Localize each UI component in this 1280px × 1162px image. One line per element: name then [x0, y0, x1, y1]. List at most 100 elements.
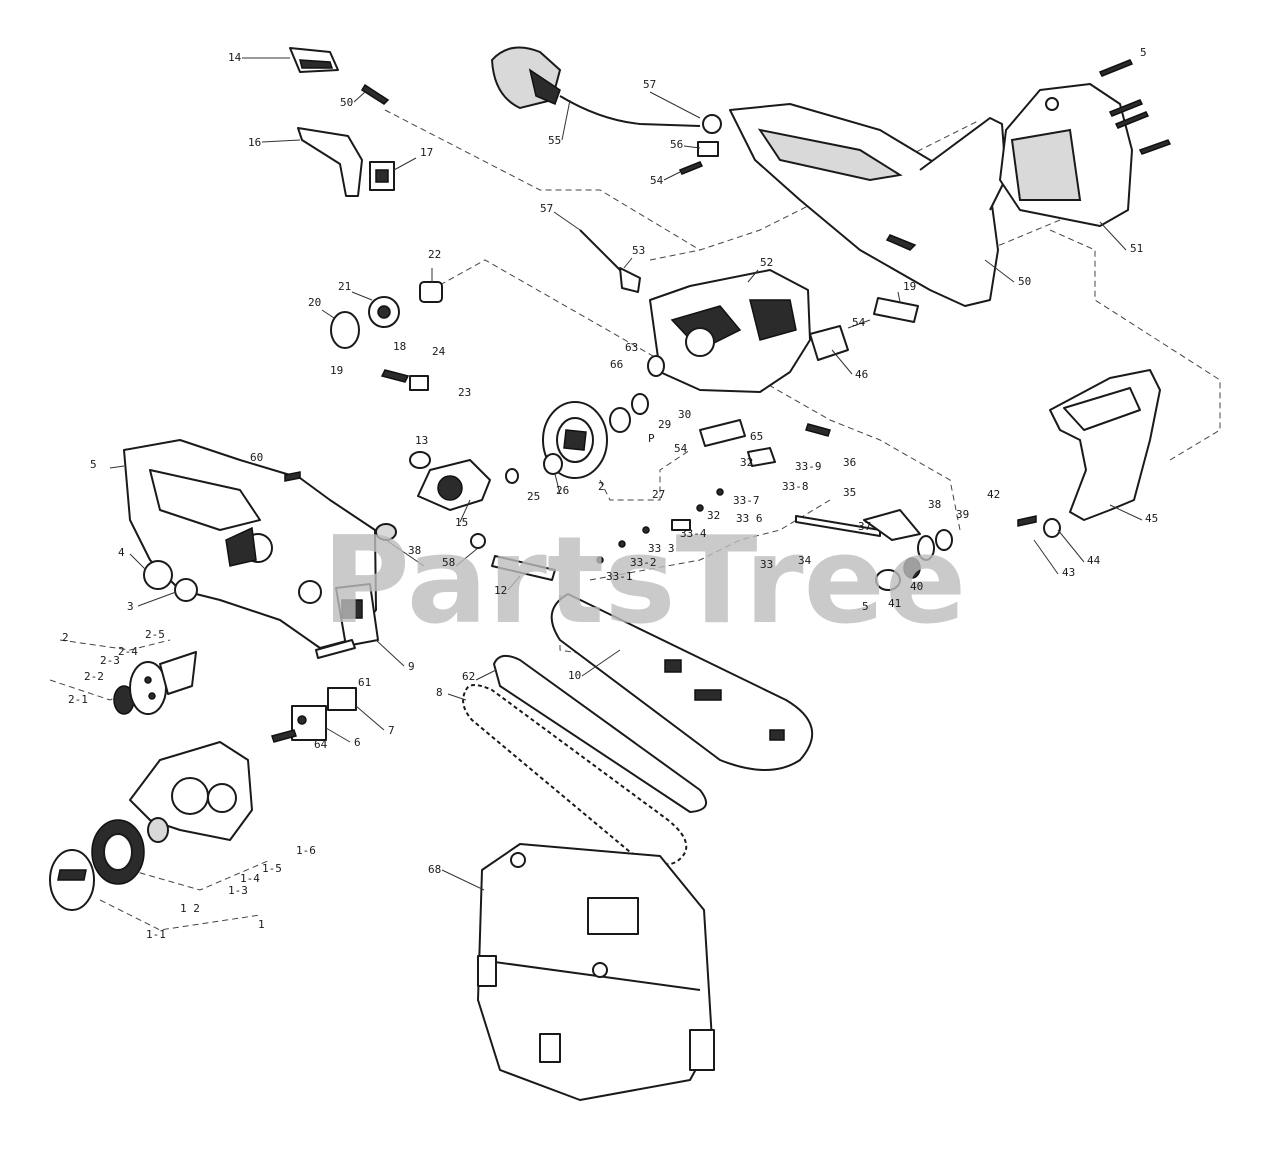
part-35-guard [863, 509, 921, 541]
callout-c20: 20 [308, 296, 321, 309]
part-50-screw [360, 83, 390, 105]
callout-c7: 7 [388, 724, 395, 737]
part-4-cap [143, 560, 173, 590]
callout-c23: 23 [458, 386, 471, 399]
callout-c51: 51 [1130, 242, 1143, 255]
callout-c66: 66 [610, 358, 623, 371]
part-2-clutch-assembly [113, 651, 197, 715]
part-56-cord-clamp [678, 141, 719, 175]
callout-c17: 17 [420, 146, 433, 159]
part-60-screw [284, 471, 301, 482]
callout-c19b: 19 [330, 364, 343, 377]
callout-c33_4: 33-4 [680, 527, 707, 540]
part-65-adjuster [747, 447, 776, 467]
part-22-bushing [419, 281, 443, 303]
callout-c25: 25 [527, 490, 540, 503]
callout-c32b: 32 [707, 509, 720, 522]
callout-c38b: 38 [928, 498, 941, 511]
callout-c9: 9 [408, 660, 415, 673]
part-54-plate [699, 419, 746, 447]
callout-c65: 65 [750, 430, 763, 443]
part-24-pin [409, 375, 429, 391]
part-62-bar-link [493, 654, 708, 813]
callout-c21: 21 [338, 280, 351, 293]
callout-c3: 3 [127, 600, 134, 613]
part-5-screws [1098, 59, 1172, 155]
callout-c33: 33 [760, 558, 773, 571]
callout-c37: 37 [858, 520, 871, 533]
part-1-1-cap [49, 849, 95, 911]
part-44-nut [1043, 518, 1061, 538]
callout-c33_2: 33-2 [630, 556, 657, 569]
part-34-rod [795, 515, 881, 537]
part-46-spring-holder [809, 325, 849, 361]
callout-c54a: 54 [650, 174, 664, 187]
callout-cP: P [648, 432, 655, 445]
callout-c19: 19 [903, 280, 916, 293]
part-8-saw-chain [462, 684, 688, 866]
callout-c42: 42 [987, 488, 1000, 501]
watermark-text: PartsTree [322, 512, 966, 651]
callout-c2_5: 2-5 [145, 628, 165, 641]
part-1-4-spacer [147, 817, 169, 843]
part-14-trigger [289, 47, 339, 73]
part-61-stud [315, 639, 356, 659]
part-17-switch [369, 161, 395, 191]
part-26-washer [543, 453, 563, 475]
callout-c55: 55 [548, 134, 561, 147]
callout-c2_1: 2-1 [68, 693, 88, 706]
part-53-cable [579, 229, 641, 293]
part-9-bar-plate [335, 583, 379, 647]
callout-c45: 45 [1145, 512, 1158, 525]
part-25-nut [505, 468, 519, 484]
callout-c52: 52 [760, 256, 773, 269]
part-41-disc [875, 569, 901, 591]
callout-c50a: 50 [340, 96, 353, 109]
callout-c5b: 5 [90, 458, 97, 471]
callout-c27: 27 [652, 488, 665, 501]
callout-c6: 6 [354, 736, 361, 749]
callout-c36: 36 [843, 456, 856, 469]
callout-c13: 13 [415, 434, 428, 447]
callout-c33_7: 33-7 [733, 494, 760, 507]
callout-c26: 26 [556, 484, 569, 497]
callout-c58: 58 [442, 556, 455, 569]
part-38-washer [917, 535, 935, 561]
callout-c16: 16 [248, 136, 261, 149]
part-55-power-cord [490, 46, 722, 134]
callout-c40: 40 [910, 580, 923, 593]
leader-lines [109, 57, 1143, 891]
callout-c1_6: 1-6 [296, 844, 316, 857]
part-13-knob [409, 451, 431, 469]
callout-c1_3: 1-3 [228, 884, 248, 897]
callout-c2b: 2 [62, 631, 69, 644]
callout-c60: 60 [250, 451, 263, 464]
callout-c2: 2 [598, 480, 605, 493]
callout-c1_2: 1 2 [180, 902, 200, 915]
part-40-spring [903, 557, 921, 579]
part-3-cap [174, 578, 198, 602]
part-68-carry-case [477, 843, 715, 1101]
part-52-gear-housing [649, 269, 811, 393]
callout-c33_3: 33 3 [648, 542, 675, 555]
part-20-clip [330, 311, 360, 349]
callout-c33_9: 33-9 [795, 460, 822, 473]
callout-c18: 18 [393, 340, 406, 353]
part-21-gear-ring [368, 296, 400, 328]
part-6-plate [291, 705, 327, 741]
callout-c57b: 57 [540, 202, 553, 215]
callout-c15: 15 [455, 516, 468, 529]
callout-c14: 14 [228, 51, 242, 64]
callout-c2_4: 2-4 [118, 645, 138, 658]
callout-c29: 29 [658, 418, 671, 431]
callout-c1_4: 1-4 [240, 872, 260, 885]
callout-c32: 32 [740, 456, 753, 469]
part-1-2-knob [91, 819, 145, 885]
callout-c34: 34 [798, 554, 812, 567]
part-50-housing [729, 103, 1007, 307]
part-33-oil-pump [596, 488, 724, 564]
callout-c4: 4 [118, 546, 125, 559]
part-45-front-handle [1049, 369, 1161, 521]
part-5-left-housing [123, 439, 377, 649]
